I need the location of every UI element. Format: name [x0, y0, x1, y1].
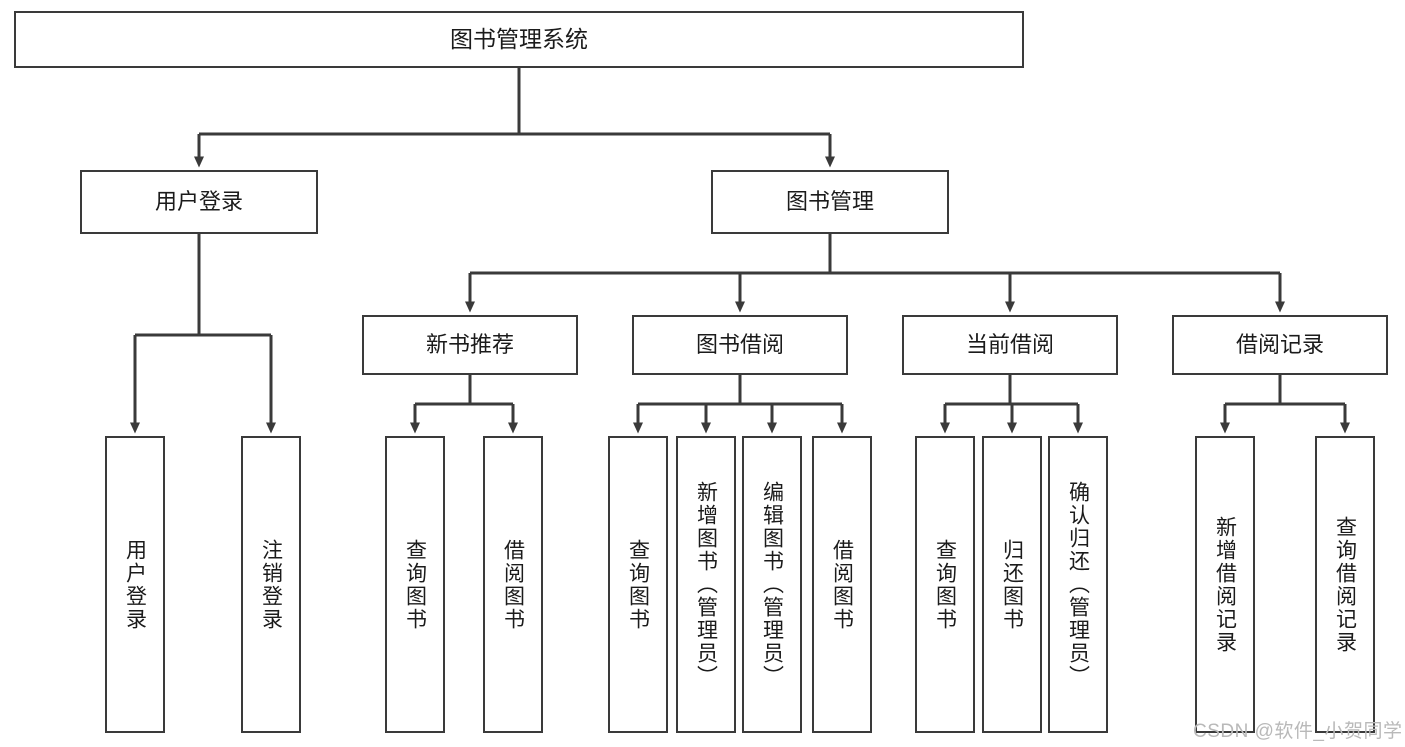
node-leaf-query-book-current[interactable]: 查询图书: [915, 436, 975, 733]
node-leaf-borrow-book-recommend[interactable]: 借阅图书: [483, 436, 543, 733]
node-label: 归还图书: [1000, 538, 1024, 631]
node-leaf-user-login[interactable]: 用户登录: [105, 436, 165, 733]
node-leaf-query-book-borrow[interactable]: 查询图书: [608, 436, 668, 733]
node-label: 用户登录: [123, 538, 147, 631]
node-book-borrow[interactable]: 图书借阅: [632, 315, 848, 375]
node-leaf-borrow-book[interactable]: 借阅图书: [812, 436, 872, 733]
node-root-book-management-system[interactable]: 图书管理系统: [14, 11, 1024, 68]
node-leaf-query-book-recommend[interactable]: 查询图书: [385, 436, 445, 733]
node-label: 查询图书: [403, 538, 427, 631]
node-label: 图书借阅: [695, 332, 784, 358]
node-label: 编辑图书（管理员）: [760, 481, 784, 688]
node-label: 图书管理系统: [450, 25, 588, 52]
node-label: 新书推荐: [425, 332, 514, 358]
node-leaf-edit-book-admin[interactable]: 编辑图书（管理员）: [742, 436, 802, 733]
node-leaf-add-borrow-record[interactable]: 新增借阅记录: [1195, 436, 1255, 733]
node-borrow-record[interactable]: 借阅记录: [1172, 315, 1388, 375]
node-label: 当前借阅: [965, 332, 1054, 358]
node-user-login[interactable]: 用户登录: [80, 170, 318, 234]
node-label: 注销登录: [259, 538, 283, 631]
node-label: 查询图书: [626, 538, 650, 631]
node-label: 新增借阅记录: [1213, 515, 1237, 654]
node-leaf-logout[interactable]: 注销登录: [241, 436, 301, 733]
node-label: 查询借阅记录: [1333, 515, 1357, 654]
node-label: 新增图书（管理员）: [694, 481, 718, 688]
node-leaf-add-book-admin[interactable]: 新增图书（管理员）: [676, 436, 736, 733]
node-label: 确认归还（管理员）: [1066, 481, 1090, 688]
node-leaf-return-book[interactable]: 归还图书: [982, 436, 1042, 733]
node-book-management[interactable]: 图书管理: [711, 170, 949, 234]
node-label: 查询图书: [933, 538, 957, 631]
node-label: 借阅图书: [830, 538, 854, 631]
node-label: 用户登录: [154, 189, 243, 215]
node-label: 借阅记录: [1235, 332, 1324, 358]
node-leaf-confirm-return-admin[interactable]: 确认归还（管理员）: [1048, 436, 1108, 733]
node-label: 图书管理: [785, 189, 874, 215]
node-new-book-recommend[interactable]: 新书推荐: [362, 315, 578, 375]
node-label: 借阅图书: [501, 538, 525, 631]
node-leaf-query-borrow-record[interactable]: 查询借阅记录: [1315, 436, 1375, 733]
node-current-borrow[interactable]: 当前借阅: [902, 315, 1118, 375]
